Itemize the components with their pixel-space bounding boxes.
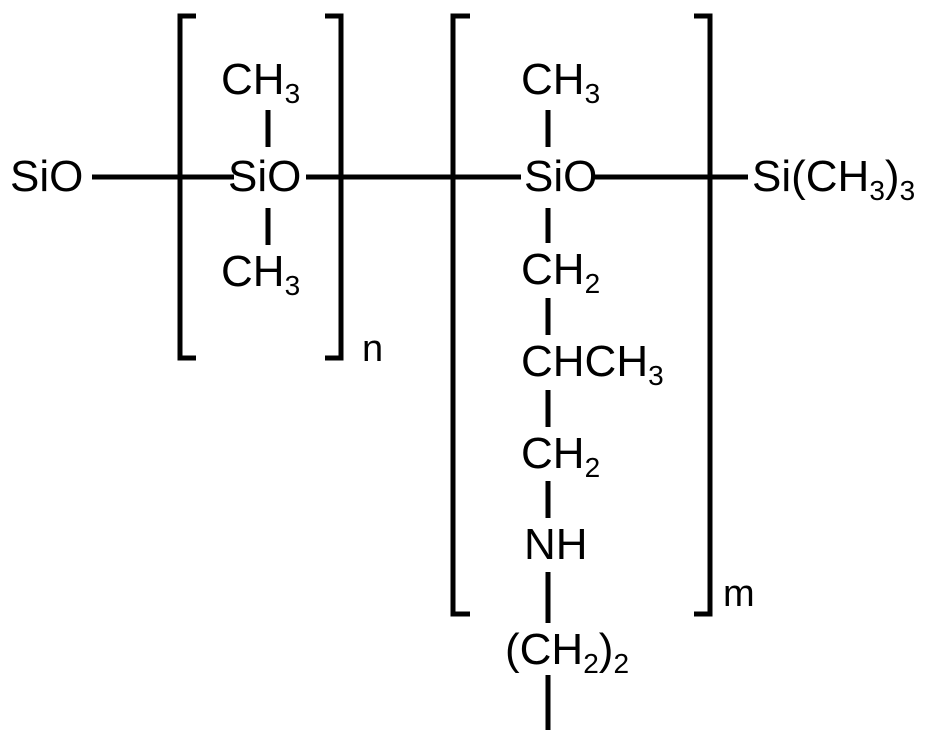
repeat-index-n: n	[362, 328, 384, 370]
bracket-m-close	[694, 13, 713, 617]
label-sidechain-ch2-lower: CH2	[521, 429, 601, 483]
label-m-top-methyl-subscript: 3	[584, 78, 601, 109]
label-sidechain-ch2-upper: CH2	[521, 245, 601, 299]
label-right-terminal-methyl-subscript: 3	[869, 175, 885, 206]
bracket-n-close	[325, 13, 344, 361]
label-n-top-methyl-subscript: 3	[284, 78, 301, 109]
label-m-top-methyl: CH3	[521, 55, 601, 109]
label-sidechain-ethylene-count: 2	[613, 648, 630, 679]
label-n-bottom-methyl: CH3	[221, 247, 301, 301]
label-sidechain-amine-nh: NH	[524, 520, 588, 569]
label-n-bottom-methyl-subscript: 3	[284, 270, 301, 301]
label-sidechain-chch3-subscript: 3	[648, 360, 664, 391]
bracket-n-open	[177, 13, 196, 361]
label-m-silicon-sio: SiO	[524, 152, 598, 201]
repeat-index-m: m	[723, 573, 755, 615]
label-sidechain-ethylene-subscript: 2	[583, 648, 599, 679]
label-sidechain-ch2-lower-subscript: 2	[584, 452, 601, 483]
label-right-terminal-trimethylsilyl: Si(CH3)3	[752, 152, 916, 206]
label-n-silicon-sio: SiO	[228, 152, 302, 201]
label-left-terminal-sio: SiO	[10, 152, 84, 201]
bracket-m-open	[450, 13, 470, 617]
label-sidechain-ch2-upper-subscript: 2	[584, 268, 601, 299]
label-sidechain-chch3: CHCH3	[521, 337, 664, 391]
label-right-terminal-group-count: 3	[899, 175, 916, 206]
label-sidechain-ethylene: (CH2)2	[505, 625, 630, 679]
label-n-top-methyl: CH3	[221, 55, 301, 109]
